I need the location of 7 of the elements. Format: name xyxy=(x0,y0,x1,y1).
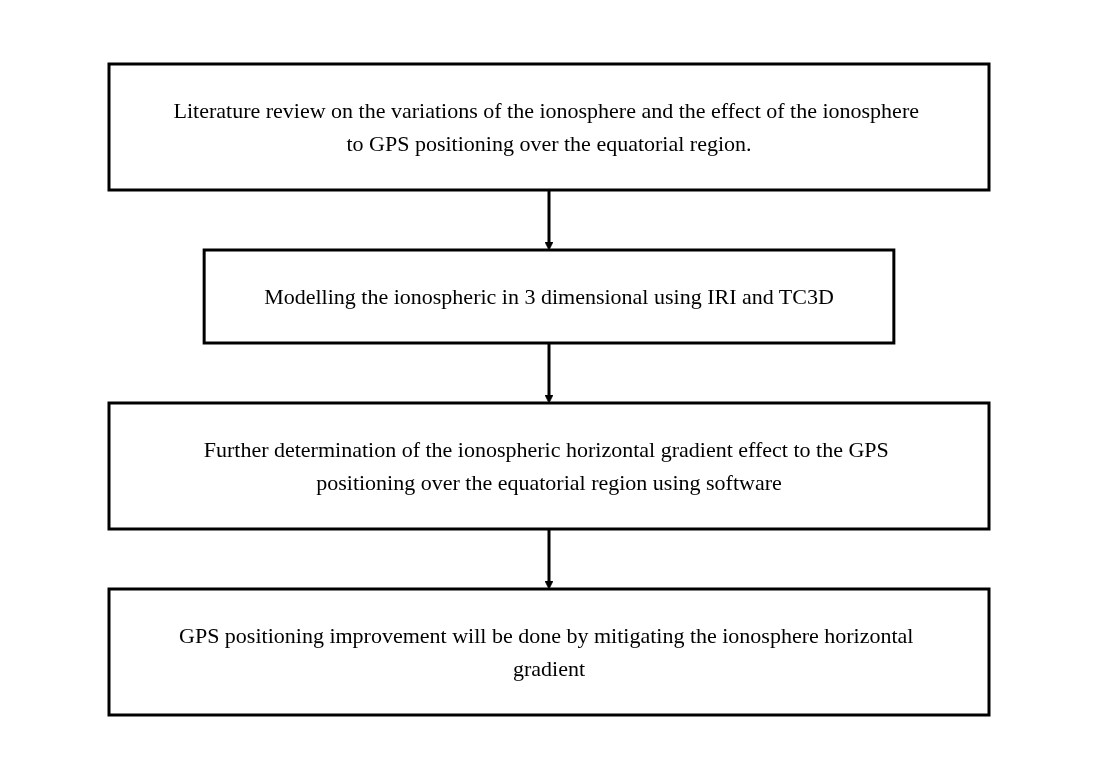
node-box: Modelling the ionospheric in 3 dimensional using IRI and TC3D xyxy=(202,248,896,344)
arrow xyxy=(544,342,554,403)
node-box: Literature review on the variations of the ionosphere and the effect of the ionosphere to GPS positioning over the equatorial region. xyxy=(107,62,991,191)
arrow xyxy=(544,528,554,589)
node-box: Further determination of the ionospheric horizontal gradient effect to the GPS positioning over the equatorial region using software xyxy=(107,401,991,530)
arrow xyxy=(544,189,554,250)
node-box: GPS positioning improvement will be done by mitigating the ionosphere horizontal gradient xyxy=(107,587,991,716)
